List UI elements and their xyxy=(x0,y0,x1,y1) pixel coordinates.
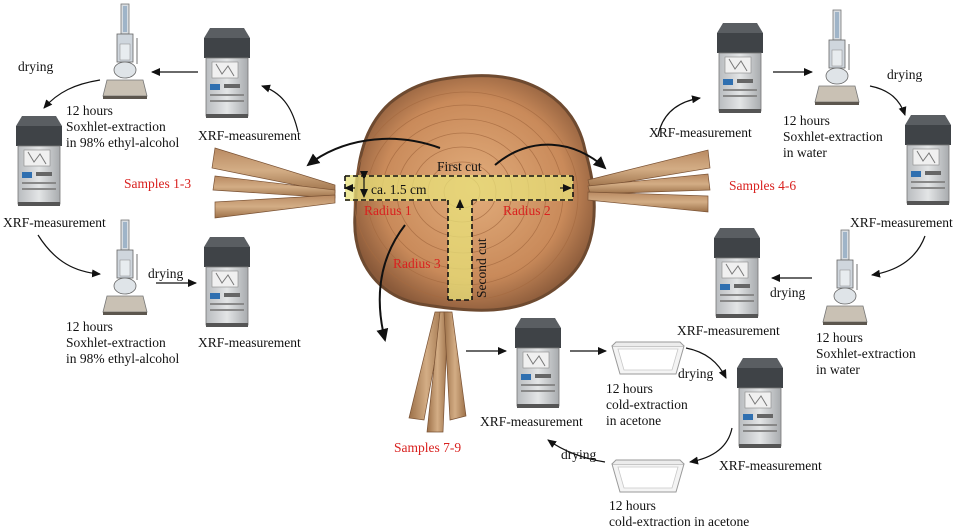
drying-label: drying xyxy=(148,266,184,281)
samples-1-3-sticks xyxy=(211,147,336,219)
samples-4-6-label: Samples 4-6 xyxy=(729,178,797,193)
xrf-spectrometer-icon xyxy=(904,114,952,206)
tree-disc xyxy=(344,74,596,312)
first-cut-band xyxy=(345,175,573,201)
hours-label: 12 hours xyxy=(816,330,863,345)
soxhlet-apparatus-icon xyxy=(102,3,148,100)
second-cut-label: Second cut xyxy=(474,238,489,298)
xrf-spectrometer-icon xyxy=(713,227,761,319)
hours-label: 12 hours xyxy=(66,103,113,118)
xrf-measurement-label: XRF-measurement xyxy=(198,335,301,350)
drying-label: drying xyxy=(18,59,54,74)
solvent-label: in acetone xyxy=(606,413,662,428)
xrf-spectrometer-icon xyxy=(716,22,764,114)
soxhlet-label: Soxhlet-extraction xyxy=(783,129,883,144)
xrf-spectrometer-icon xyxy=(203,27,251,119)
solvent-label: in water xyxy=(783,145,827,160)
soxhlet-apparatus-icon xyxy=(822,229,868,326)
samples-4-6-sticks xyxy=(587,149,711,213)
extraction-tray-icon xyxy=(611,459,685,493)
radius-1-label: Radius 1 xyxy=(364,203,412,218)
soxhlet-label: Soxhlet-extraction xyxy=(816,346,916,361)
solvent-label: in water xyxy=(816,362,860,377)
radius-3-label: Radius 3 xyxy=(393,256,441,271)
hours-label: 12 hours xyxy=(606,381,653,396)
samples-7-9-label: Samples 7-9 xyxy=(394,440,462,455)
solvent-label: in 98% ethyl-alcohol xyxy=(66,351,180,366)
xrf-measurement-label: XRF-measurement xyxy=(850,215,953,230)
first-cut-label: First cut xyxy=(437,159,482,174)
xrf-measurement-label: XRF-measurement xyxy=(3,215,106,230)
soxhlet-label: Soxhlet-extraction xyxy=(66,335,166,350)
soxhlet-apparatus-icon xyxy=(814,9,860,106)
xrf-spectrometer-icon xyxy=(514,317,562,409)
hours-label: 12 hours xyxy=(783,113,830,128)
cut-width-label: ca. 1.5 cm xyxy=(371,182,427,197)
radius-2-label: Radius 2 xyxy=(503,203,551,218)
drying-label: drying xyxy=(561,447,597,462)
soxhlet-apparatus-icon xyxy=(102,219,148,316)
xrf-measurement-label: XRF-measurement xyxy=(719,458,822,473)
hours-label: 12 hours xyxy=(609,498,656,513)
cold-extraction-label: cold-extraction xyxy=(606,397,688,412)
samples-1-3-label: Samples 1-3 xyxy=(124,176,192,191)
xrf-measurement-label: XRF-measurement xyxy=(677,323,780,338)
second-cut-band xyxy=(448,201,472,300)
xrf-measurement-label: XRF-measurement xyxy=(649,125,752,140)
xrf-measurement-label: XRF-measurement xyxy=(198,128,301,143)
drying-label: drying xyxy=(887,67,923,82)
cold-extraction-label: cold-extraction in acetone xyxy=(609,514,750,529)
extraction-tray-icon xyxy=(611,341,685,375)
xrf-spectrometer-icon xyxy=(203,236,251,328)
solvent-label: in 98% ethyl-alcohol xyxy=(66,135,180,150)
drying-label: drying xyxy=(770,285,806,300)
hours-label: 12 hours xyxy=(66,319,113,334)
drying-label: drying xyxy=(678,366,714,381)
samples-7-9-sticks xyxy=(408,311,467,433)
xrf-spectrometer-icon xyxy=(15,115,63,207)
soxhlet-label: Soxhlet-extraction xyxy=(66,119,166,134)
xrf-spectrometer-icon xyxy=(736,357,784,449)
xrf-measurement-label: XRF-measurement xyxy=(480,414,583,429)
